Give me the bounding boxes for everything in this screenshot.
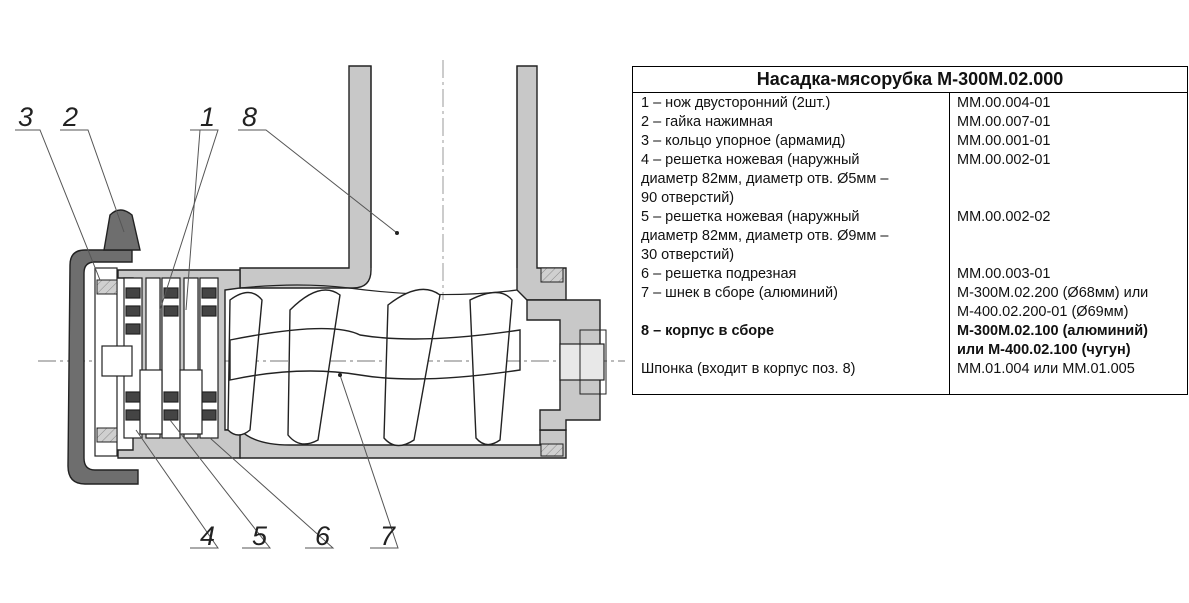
callout-6: 6 xyxy=(315,521,331,551)
plates-and-knives xyxy=(101,277,219,439)
auger xyxy=(227,288,521,447)
press-nut xyxy=(67,209,141,485)
row-desc: 3 – кольцо упорное (армамид) xyxy=(641,133,846,149)
row-code: М-300М.02.100 (алюминий) или М-400.02.10… xyxy=(957,323,1148,358)
callout-2: 2 xyxy=(62,102,78,132)
callout-4: 4 xyxy=(200,521,215,551)
callout-8: 8 xyxy=(242,102,257,132)
callout-3: 3 xyxy=(18,102,33,132)
hatch-detail xyxy=(540,267,564,283)
row-desc: 6 – решетка подрезная xyxy=(641,266,797,282)
row-desc: 8 – корпус в сборе xyxy=(641,323,775,339)
row-desc: 1 – нож двусторонний (2шт.) xyxy=(641,95,831,111)
row-code: М-300М.02.200 (Ø68мм) или М-400.02.200-0… xyxy=(957,285,1149,320)
row-code: ММ.00.004-01 xyxy=(957,95,1051,111)
parts-table: Насадка-мясорубка М-300М.02.000 1 – нож … xyxy=(632,66,1188,395)
row-desc: 2 – гайка нажимная xyxy=(641,114,773,130)
row-desc: 5 – решетка ножевая (наружный диаметр 82… xyxy=(641,209,889,263)
shaft-end xyxy=(559,343,605,381)
row-desc: Шпонка (входит в корпус поз. 8) xyxy=(641,361,856,377)
row-code: ММ.00.007-01 xyxy=(957,114,1051,130)
meat-grinder-section-drawing: 3 2 1 8 4 5 6 7 xyxy=(15,60,625,551)
callout-5: 5 xyxy=(252,521,268,551)
row-code: ММ.00.002-02 xyxy=(957,209,1051,225)
row-code: ММ.01.004 или ММ.01.005 xyxy=(957,361,1135,377)
callout-1: 1 xyxy=(200,102,215,132)
row-code: ММ.00.003-01 xyxy=(957,266,1051,282)
callout-7: 7 xyxy=(380,521,396,551)
table-title: Насадка-мясорубка М-300М.02.000 xyxy=(633,67,1187,93)
row-desc: 7 – шнек в сборе (алюминий) xyxy=(641,285,838,301)
row-desc: 4 – решетка ножевая (наружный диаметр 82… xyxy=(641,152,889,206)
row-code: ММ.00.002-01 xyxy=(957,152,1051,168)
table-divider xyxy=(949,92,950,394)
row-code: ММ.00.001-01 xyxy=(957,133,1051,149)
